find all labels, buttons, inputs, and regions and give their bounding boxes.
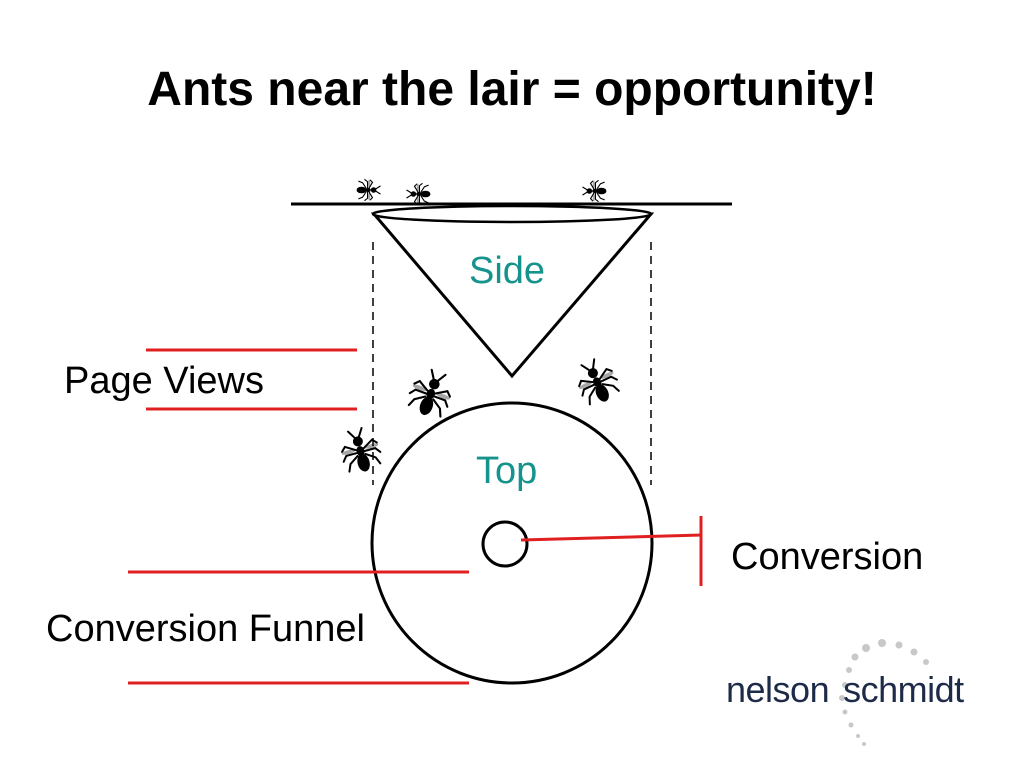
cone-rim	[371, 204, 653, 224]
side-label: Side	[469, 250, 546, 292]
nelson-schmidt-logo: nelson schmidt	[726, 672, 964, 708]
ant-icon	[569, 353, 625, 411]
ant-icon	[355, 179, 381, 201]
side-view-cone	[370, 212, 655, 379]
ant-icon	[582, 180, 608, 202]
ant-icon	[406, 183, 432, 205]
conversion-pointer-line	[520, 533, 703, 542]
lair-hole-circle	[481, 520, 529, 568]
logo-word-left: nelson	[726, 669, 830, 710]
page-views-label: Page Views	[64, 360, 264, 402]
slide-title: Ants near the lair = opportunity!	[147, 63, 877, 116]
logo-word-right: schmidt	[843, 669, 964, 710]
logo-dots	[839, 639, 929, 746]
top-label: Top	[476, 450, 538, 492]
conversion-funnel-label: Conversion Funnel	[46, 608, 365, 650]
ant-icon	[403, 364, 459, 423]
conversion-label: Conversion	[731, 536, 924, 578]
ant-icon	[335, 423, 386, 478]
